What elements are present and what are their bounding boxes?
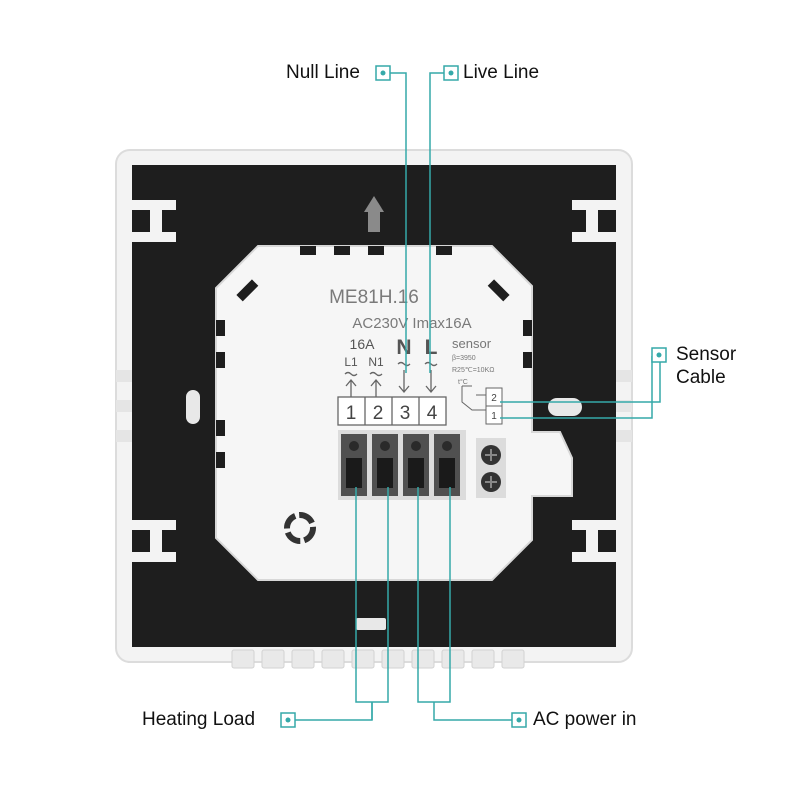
up-arrow-icon bbox=[364, 196, 384, 232]
sensor-symbol: t°C bbox=[458, 378, 468, 386]
terminal-4-label: 4 bbox=[427, 403, 438, 424]
sensor-cable-label-line2: Cable bbox=[676, 367, 726, 388]
corner-clips bbox=[132, 200, 616, 562]
ac-power-in-label: AC power in bbox=[533, 709, 637, 730]
side-slots bbox=[116, 370, 632, 442]
sensor-cable-label: Sensor Cable bbox=[676, 343, 736, 389]
sensor-r25: R25℃=10KΩ bbox=[452, 367, 494, 374]
callout-marker-dots bbox=[285, 70, 662, 723]
terminal-1-label: 1 bbox=[346, 403, 357, 424]
bottom-slot bbox=[356, 618, 386, 630]
sensor-terminal-2: 2 bbox=[491, 393, 497, 404]
sensor-screws bbox=[476, 438, 506, 498]
terminal-2-label: 2 bbox=[373, 403, 384, 424]
sensor-schematic bbox=[461, 385, 486, 411]
module-vents bbox=[216, 246, 532, 468]
rating-label: AC230V Imax16A bbox=[352, 315, 471, 332]
heating-load-label: Heating Load bbox=[142, 709, 256, 730]
null-line-label: Null Line bbox=[286, 62, 360, 83]
bottom-teeth bbox=[231, 649, 525, 669]
module-round-vent-icon bbox=[284, 512, 316, 544]
sensor-cable-label-line1: Sensor bbox=[676, 344, 737, 365]
callout-lines bbox=[288, 72, 661, 721]
l1-label: L1 bbox=[344, 355, 358, 369]
terminal-3-label: 3 bbox=[400, 403, 411, 424]
l-label: L bbox=[425, 336, 438, 359]
model-label: ME81H.16 bbox=[329, 287, 419, 308]
terminal-blocks bbox=[338, 430, 466, 500]
sensor-terminal-1: 1 bbox=[491, 411, 497, 422]
mounting-hole-right bbox=[548, 398, 582, 416]
live-line-label: Live Line bbox=[463, 62, 540, 83]
current-label: 16A bbox=[350, 336, 376, 352]
terminal-markers bbox=[344, 361, 438, 398]
n1-label: N1 bbox=[368, 355, 384, 369]
n-label: N bbox=[396, 336, 411, 359]
mounting-hole-left bbox=[186, 390, 200, 424]
sensor-beta: β=3950 bbox=[452, 355, 476, 362]
sensor-label: sensor bbox=[452, 336, 492, 351]
